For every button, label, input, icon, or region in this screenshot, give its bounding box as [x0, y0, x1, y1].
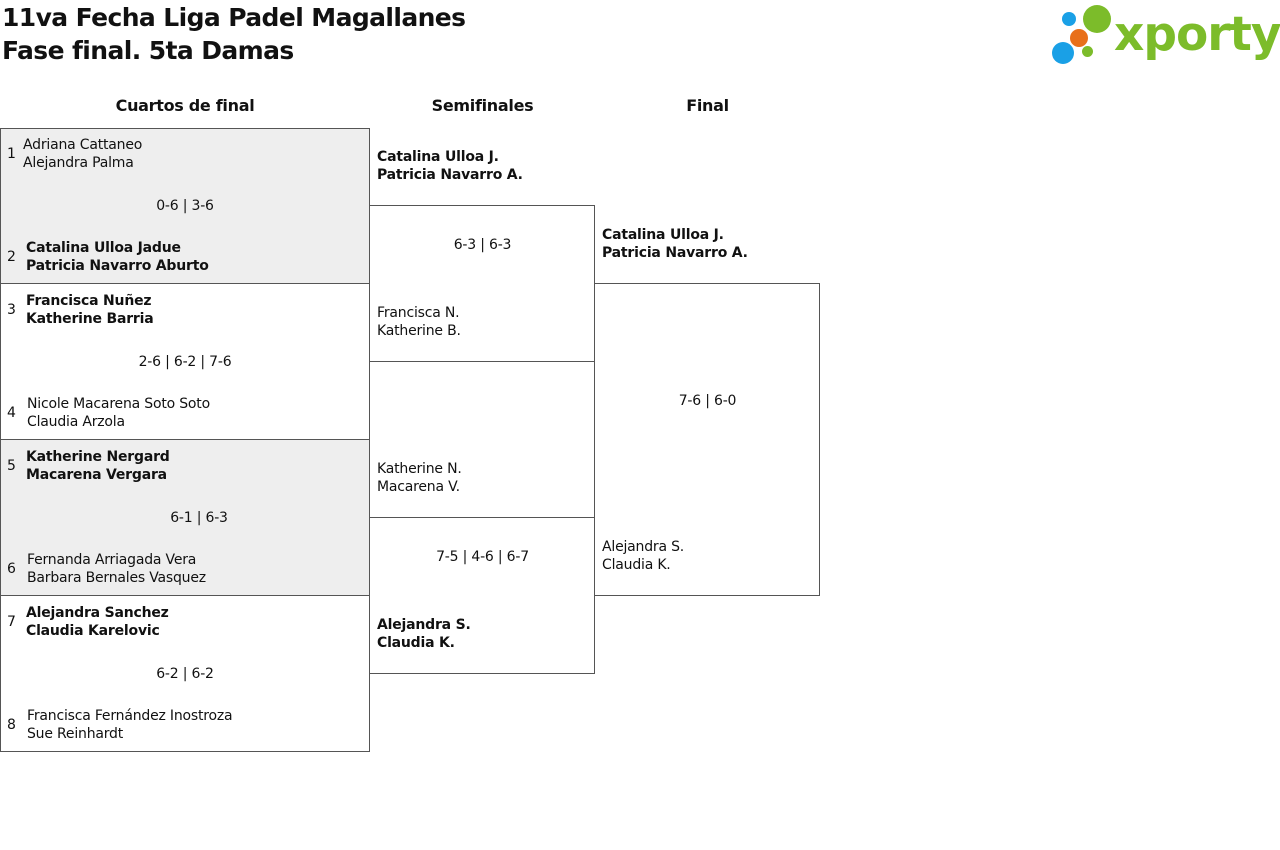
page-title: 11va Fecha Liga Padel Magallanes	[2, 3, 466, 32]
player-name: Patricia Navarro A.	[602, 245, 748, 261]
player-name: Claudia Karelovic	[26, 623, 160, 639]
player-name: Nicole Macarena Soto Soto	[27, 396, 210, 412]
player-name: Adriana Cattaneo	[23, 137, 143, 153]
team-entry: Adriana Cattaneo Alejandra Palma	[23, 136, 142, 172]
player-name: Sue Reinhardt	[27, 726, 124, 742]
match-score: 7-6 | 6-0	[678, 393, 737, 409]
round-heading-semifinals: Semifinales	[431, 96, 534, 115]
logo-dot-green-small	[1082, 46, 1093, 57]
player-name: Fernanda Arriagada Vera	[27, 552, 197, 568]
logo-dot-green	[1083, 5, 1111, 33]
team-entry: Fernanda Arriagada Vera Barbara Bernales…	[27, 551, 206, 587]
match-score: 6-2 | 6-2	[156, 666, 214, 682]
player-name: Barbara Bernales Vasquez	[27, 570, 206, 586]
seed-number: 2	[7, 249, 16, 265]
seed-number: 4	[7, 405, 16, 421]
player-name: Katherine B.	[377, 323, 461, 339]
seed-number: 8	[7, 717, 16, 733]
player-name: Patricia Navarro Aburto	[26, 258, 209, 274]
seed-number: 6	[7, 561, 16, 577]
winning-team-entry: Katherine Nergard Macarena Vergara	[26, 448, 170, 484]
team-entry: Alejandra S. Claudia K.	[602, 538, 684, 574]
player-name: Claudia K.	[377, 635, 455, 651]
player-name: Catalina Ulloa J.	[377, 149, 499, 165]
team-entry: Francisca N. Katherine B.	[377, 304, 461, 340]
team-entry: Francisca Fernández Inostroza Sue Reinha…	[27, 707, 233, 743]
player-name: Catalina Ulloa J.	[602, 227, 724, 243]
match-score: 2-6 | 6-2 | 7-6	[138, 354, 232, 370]
player-name: Katherine N.	[377, 461, 462, 477]
logo-dot-blue-large	[1052, 42, 1074, 64]
match-score: 7-5 | 4-6 | 6-7	[436, 549, 529, 565]
xporty-logo: xporty	[1050, 2, 1280, 68]
round-heading-final: Final	[686, 96, 729, 115]
winning-team-entry: Francisca Nuñez Katherine Barria	[26, 292, 154, 328]
match-score: 6-3 | 6-3	[453, 237, 512, 253]
logo-dot-orange	[1070, 29, 1088, 47]
quarterfinal-match-1	[0, 128, 370, 284]
player-name: Claudia Arzola	[27, 414, 125, 430]
player-name: Alejandra Sanchez	[26, 605, 169, 621]
player-name: Alejandra S.	[602, 539, 685, 555]
player-name: Francisca N.	[377, 305, 460, 321]
player-name: Catalina Ulloa Jadue	[26, 240, 181, 256]
match-score: 0-6 | 3-6	[156, 198, 214, 214]
player-name: Macarena V.	[377, 479, 460, 495]
seed-number: 7	[7, 614, 16, 630]
logo-dot-blue	[1062, 12, 1076, 26]
player-name: Alejandra S.	[377, 617, 471, 633]
player-name: Katherine Nergard	[26, 449, 170, 465]
seed-number: 3	[7, 302, 16, 318]
winning-team-entry: Catalina Ulloa J. Patricia Navarro A.	[602, 226, 748, 262]
player-name: Claudia K.	[602, 557, 671, 573]
player-name: Francisca Fernández Inostroza	[27, 708, 233, 724]
player-name: Alejandra Palma	[23, 155, 134, 171]
player-name: Macarena Vergara	[26, 467, 167, 483]
winning-team-entry: Alejandra S. Claudia K.	[377, 616, 471, 652]
seed-number: 5	[7, 458, 16, 474]
seed-number: 1	[7, 146, 16, 162]
winning-team-entry: Catalina Ulloa Jadue Patricia Navarro Ab…	[26, 239, 209, 275]
team-entry: Katherine N. Macarena V.	[377, 460, 462, 496]
winning-team-entry: Catalina Ulloa J. Patricia Navarro A.	[377, 148, 523, 184]
player-name: Francisca Nuñez	[26, 293, 152, 309]
round-heading-quarterfinals: Cuartos de final	[115, 96, 255, 115]
match-score: 6-1 | 6-3	[170, 510, 228, 526]
quarterfinal-match-3	[0, 439, 370, 596]
winning-team-entry: Alejandra Sanchez Claudia Karelovic	[26, 604, 169, 640]
page-subtitle: Fase final. 5ta Damas	[2, 36, 294, 65]
logo-wordmark: xporty	[1114, 7, 1280, 62]
final-match	[594, 283, 820, 596]
team-entry: Nicole Macarena Soto Soto Claudia Arzola	[27, 395, 210, 431]
player-name: Patricia Navarro A.	[377, 167, 523, 183]
player-name: Katherine Barria	[26, 311, 154, 327]
